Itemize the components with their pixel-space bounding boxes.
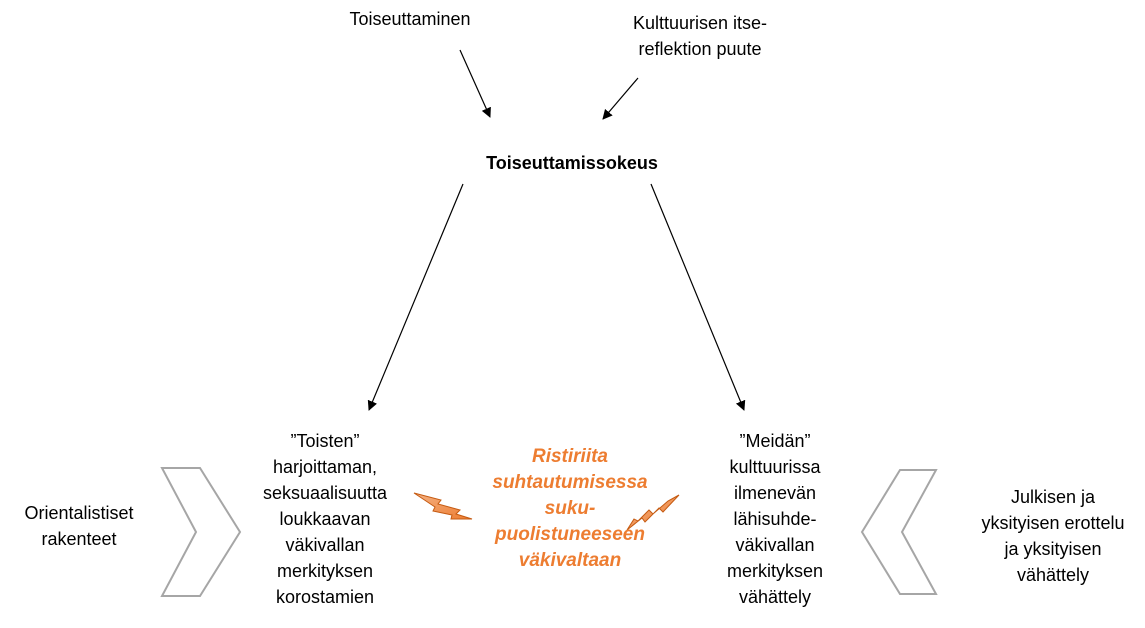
chevron-arrow-left-icon — [860, 469, 938, 595]
arrow-reflection-to-blindness — [602, 77, 639, 120]
node-others-violence: ”Toisten” harjoittaman, seksuaalisuutta … — [262, 431, 388, 607]
node-othering: Toiseuttaminen — [349, 9, 471, 29]
node-othering-blindness: Toiseuttamissokeus — [486, 153, 658, 173]
node-public-private: Julkisen ja yksityisen erottelu ja yksit… — [981, 487, 1125, 585]
lightning-bolt-left-icon — [413, 492, 473, 520]
arrow-blindness-to-ours — [650, 183, 746, 411]
arrow-blindness-to-others — [367, 183, 464, 411]
node-orientalist: Orientalistiset rakenteet — [24, 503, 134, 549]
node-lack-of-reflection: Kulttuurisen itse- reflektion puute — [632, 13, 768, 59]
chevron-arrow-right-icon — [160, 467, 242, 597]
arrow-othering-to-blindness — [459, 49, 491, 118]
node-our-violence: ”Meidän” kulttuurissa ilmenevän lähisuhd… — [726, 431, 824, 607]
node-conflict: Ristiriita suhtautumisessa suku- puolist… — [492, 446, 648, 571]
lightning-bolt-right-icon — [626, 494, 680, 531]
